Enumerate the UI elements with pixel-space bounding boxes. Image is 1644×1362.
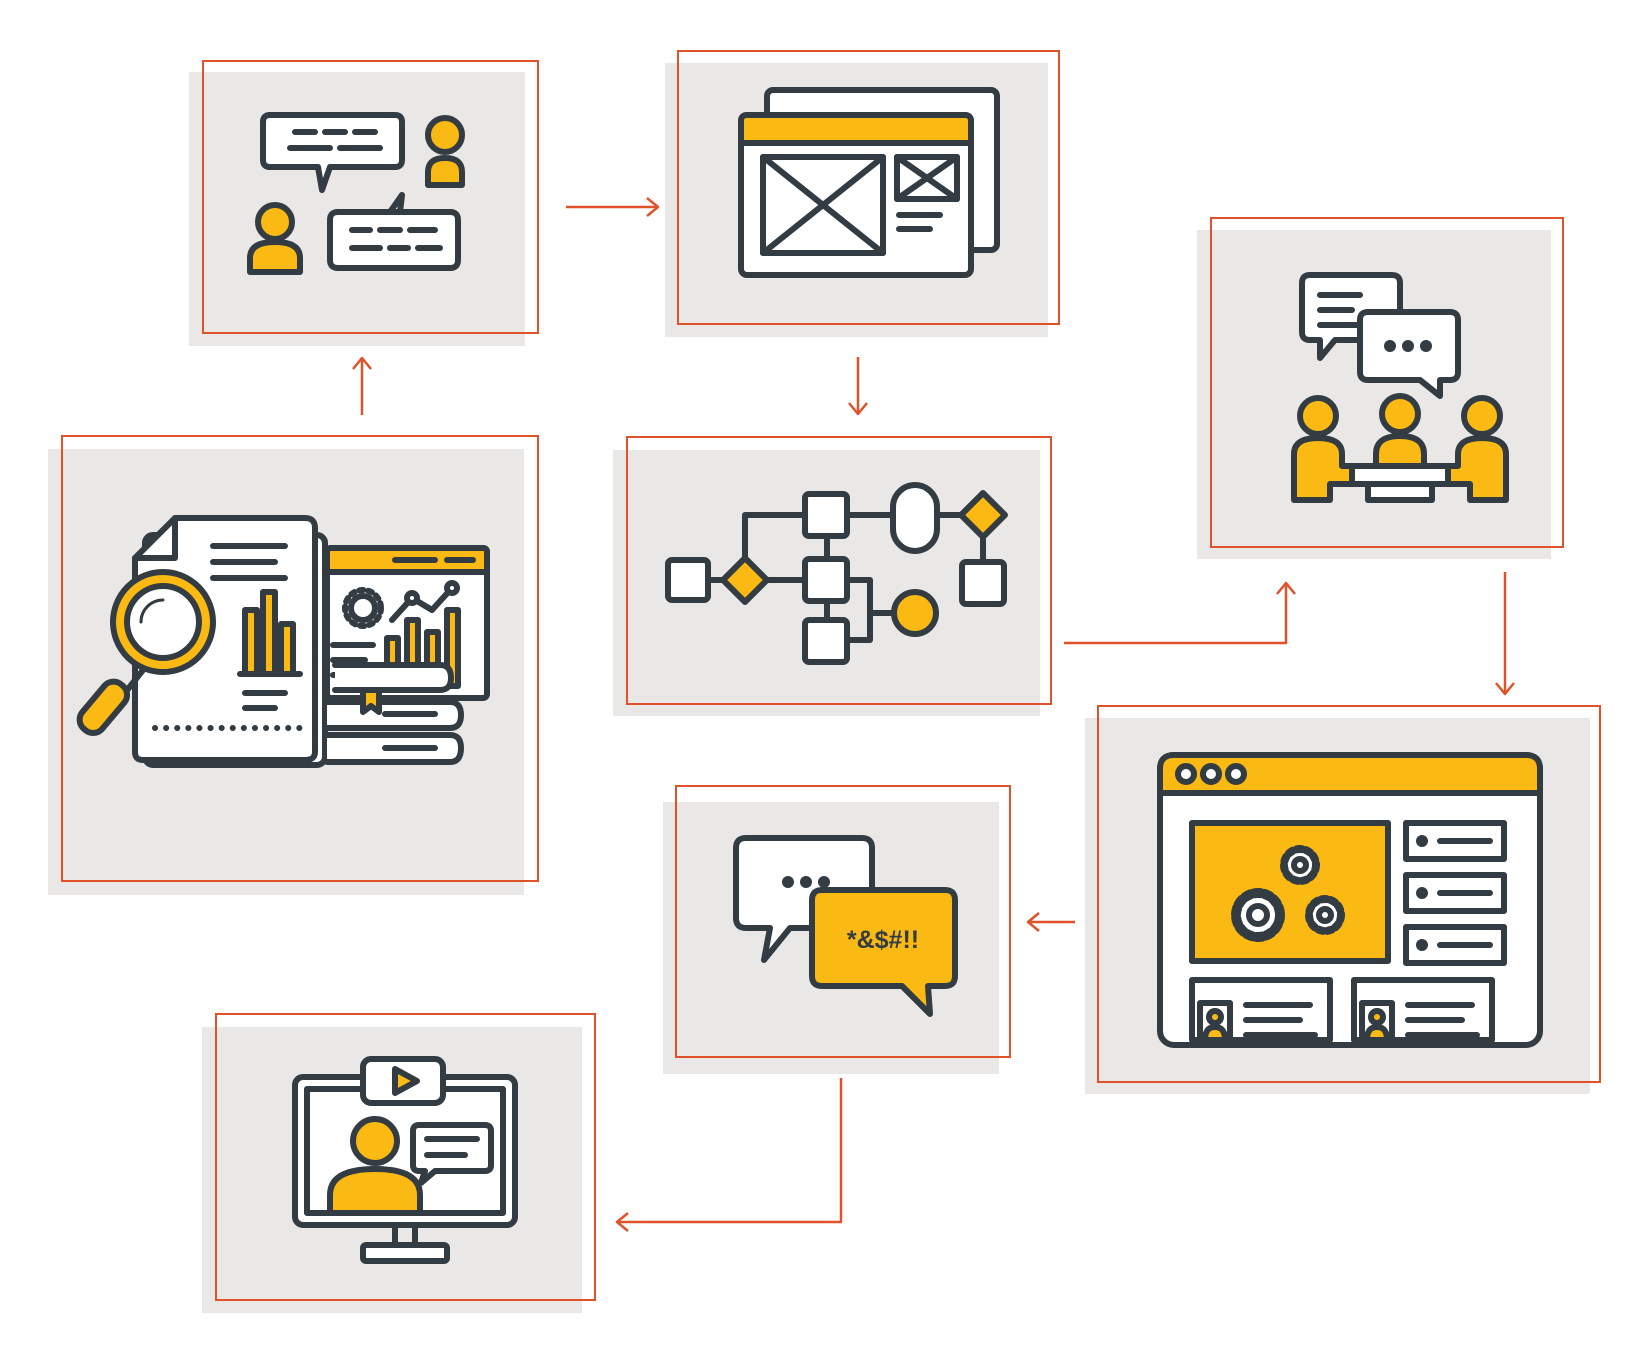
feedback-chat-icon: *&$#!! bbox=[733, 835, 958, 1017]
research-analysis-icon bbox=[76, 515, 490, 768]
panel-frame bbox=[215, 1013, 596, 1301]
web-app-settings-icon bbox=[1157, 752, 1543, 1048]
arrow-flowchart-to-meeting bbox=[1064, 581, 1296, 645]
panel-frame bbox=[61, 435, 539, 882]
panel-frame bbox=[675, 785, 1011, 1058]
symbol-text: *&$#!! bbox=[847, 926, 919, 954]
panel-frame bbox=[202, 60, 539, 334]
arrow-wireframe-to-flowchart bbox=[848, 357, 868, 416]
panel-frame bbox=[626, 436, 1052, 705]
flowchart-icon bbox=[665, 482, 1008, 665]
arrow-discussion-to-wireframe bbox=[566, 197, 660, 217]
panel-frame bbox=[677, 50, 1060, 325]
arrow-development-to-feedback bbox=[1026, 912, 1075, 932]
arrow-research-to-discussion bbox=[352, 356, 372, 415]
panel-frame bbox=[1210, 217, 1564, 548]
team-meeting-icon bbox=[1291, 272, 1509, 503]
panel-frame bbox=[1097, 705, 1601, 1083]
wireframe-windows-icon bbox=[738, 87, 1000, 278]
video-presentation-icon bbox=[292, 1056, 518, 1264]
chat-with-users-icon bbox=[247, 112, 465, 275]
arrow-meeting-to-development bbox=[1495, 572, 1515, 696]
arrow-feedback-to-video bbox=[615, 1078, 843, 1232]
